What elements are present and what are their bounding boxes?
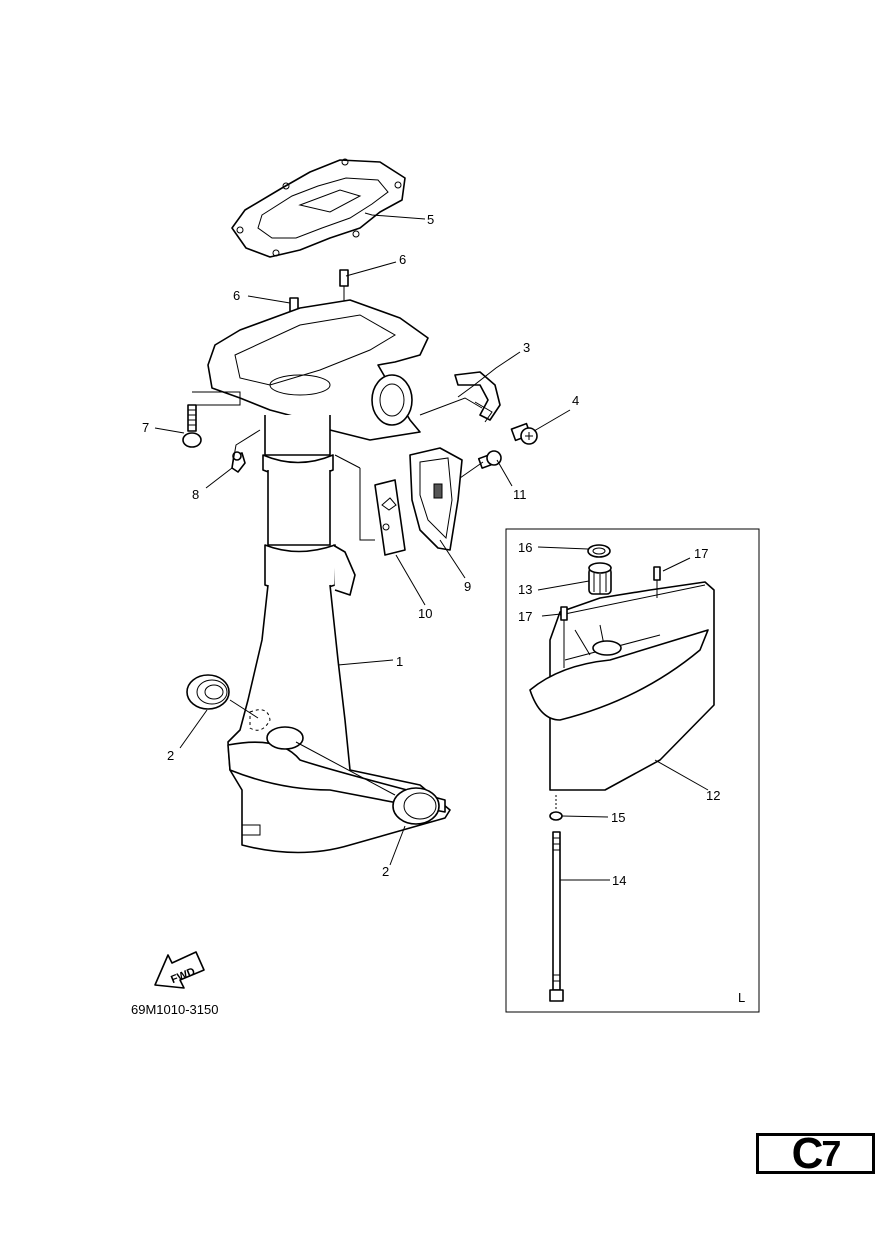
callout-9: 9 [464,579,471,594]
callout-4: 4 [572,393,579,408]
bolt-part-7 [182,404,202,448]
callout-6a: 6 [399,252,406,267]
upper-casing-part-1 [207,299,451,854]
callout-11: 11 [513,487,527,502]
callout-17a: 17 [694,546,708,561]
callout-5: 5 [427,212,434,227]
callout-12: 12 [706,788,720,803]
callout-2b: 2 [382,864,389,879]
leader-lines [154,212,709,881]
callout-6b: 6 [233,288,240,303]
inset-label: L [738,990,745,1005]
callout-2a: 2 [167,748,174,763]
nut-part-13 [588,562,612,595]
extension-part-12 [529,581,715,791]
callout-3: 3 [523,340,530,355]
cover-part-9 [409,447,463,551]
page-badge-letter: C [791,1128,824,1178]
clamp-part-3 [454,371,501,423]
callout-17b: 17 [518,609,532,624]
callout-7: 7 [142,420,149,435]
fwd-arrow-icon: FWD [154,951,205,989]
grommet-part-2-right [392,787,440,825]
circlip-part-16 [587,544,611,558]
stud-bolt-part-14 [549,831,564,1002]
grommet-part-2-left [186,674,230,710]
grease-nipple-part-8 [231,451,246,473]
callouts: 5 6 6 3 4 7 8 11 9 10 1 2 2 16 17 13 17 … [142,212,745,1005]
callout-15: 15 [611,810,625,825]
callout-16: 16 [518,540,532,555]
part-code: 69M1010-3150 [131,1002,219,1017]
callout-10: 10 [418,606,432,621]
plate-part-10 [374,479,406,556]
screw-part-4 [510,422,538,445]
screw-part-11 [477,450,502,469]
inset-frame [505,528,760,1013]
callout-14: 14 [612,873,626,888]
page-badge-number: 7 [821,1132,841,1174]
gasket-part-5 [231,158,406,258]
callout-13: 13 [518,582,532,597]
callout-1: 1 [396,654,403,669]
washer-part-15 [549,811,563,821]
callout-8: 8 [192,487,199,502]
pin-part-17 [560,566,661,668]
